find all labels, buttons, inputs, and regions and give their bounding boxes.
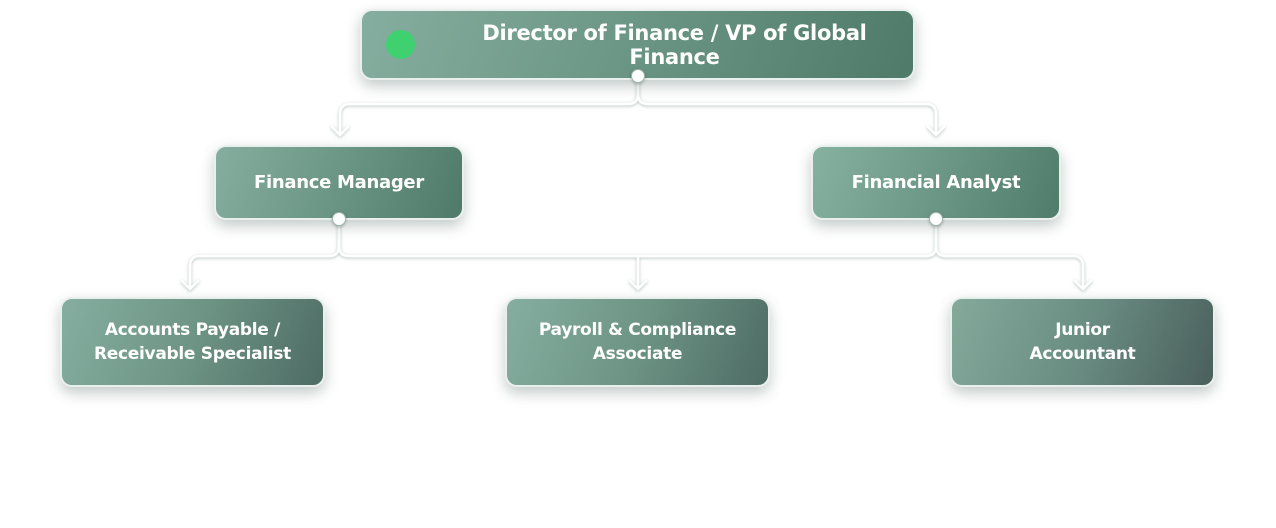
connector-root-to-finance-manager [338, 78, 640, 136]
node-label: Director of Finance / VP of Global Finan… [482, 20, 867, 69]
node-label: Accounts Payable / Receivable Specialist [94, 320, 291, 364]
port-finance-manager-bottom[interactable] [332, 212, 346, 226]
arrowhead-ap [180, 279, 200, 291]
node-financial-analyst[interactable]: Financial Analyst [811, 145, 1061, 220]
arrowhead-financial-analyst [926, 125, 946, 137]
node-label: Financial Analyst [851, 172, 1021, 193]
node-payroll-compliance-associate[interactable]: Payroll & Compliance Associate [505, 297, 770, 387]
arrowhead-payroll [628, 279, 648, 291]
node-accounts-payable-receivable-specialist[interactable]: Accounts Payable / Receivable Specialist [60, 297, 325, 387]
connector-financial-analyst-to-junior [934, 218, 1085, 290]
connector-finance-manager-to-ap [188, 218, 341, 290]
connector-financial-analyst-to-payroll [636, 218, 938, 258]
connector-finance-manager-to-payroll [337, 218, 640, 290]
connector-root-to-financial-analyst [636, 78, 938, 136]
port-financial-analyst-bottom[interactable] [929, 212, 943, 226]
node-label: Junior Accountant [1029, 320, 1136, 364]
arrowhead-junior [1073, 279, 1093, 291]
node-label: Payroll & Compliance Associate [538, 320, 737, 364]
node-junior-accountant[interactable]: Junior Accountant [950, 297, 1215, 387]
status-dot-icon [386, 30, 415, 59]
node-label: Finance Manager [254, 172, 424, 193]
node-finance-manager[interactable]: Finance Manager [214, 145, 464, 220]
port-root-bottom[interactable] [631, 69, 645, 83]
arrowhead-finance-manager [330, 125, 350, 137]
node-director-of-finance[interactable]: Director of Finance / VP of Global Finan… [360, 9, 915, 80]
